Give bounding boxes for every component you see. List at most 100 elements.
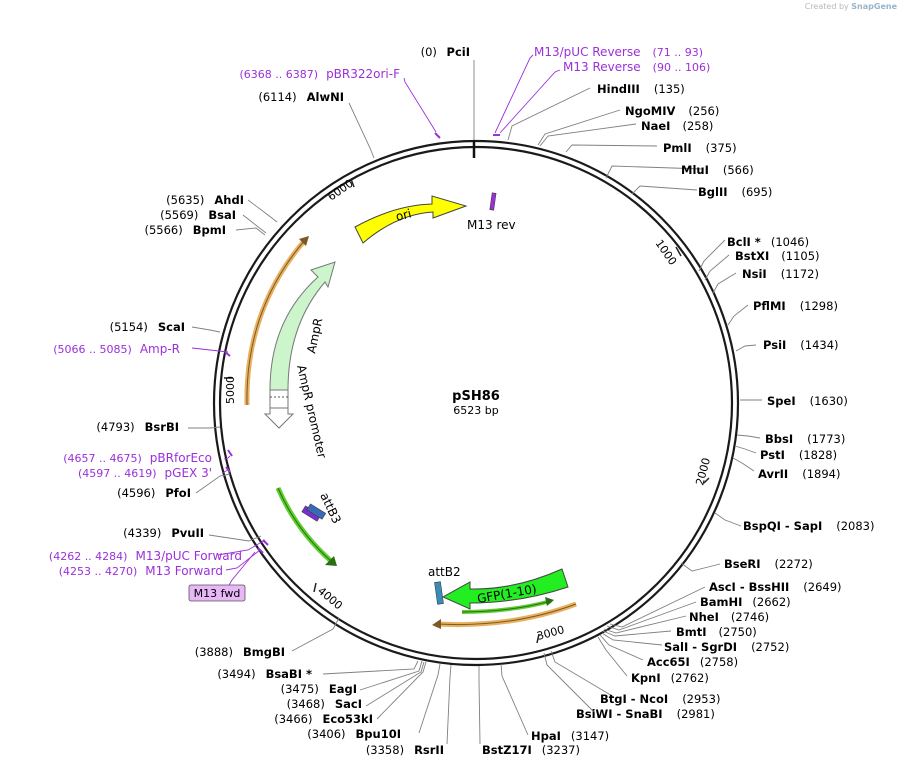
site-bstxi[interactable]: BstXI(1105)	[735, 249, 820, 263]
site-bstz17i-pos: (3237)	[542, 743, 580, 757]
site-alwni-pos: (6114)	[258, 90, 296, 104]
site-scai[interactable]: (5154)ScaI	[110, 320, 185, 334]
site-hpai[interactable]: HpaI(3147)	[531, 729, 609, 743]
site-spei-name: SpeI	[767, 394, 796, 408]
site-bsiwi-snabi-pos: (2981)	[677, 707, 715, 721]
primer-amp-r[interactable]: (5066 .. 5085)Amp-R	[53, 342, 180, 356]
primer-m13-forward-name: M13 Forward	[145, 564, 223, 578]
enzyme-labels: (0) PciI HindIII(135) NgoMIV (256) NaeI(2…	[96, 45, 874, 757]
site-btgi-ncoi[interactable]: BtgI - NcoI(2953)	[600, 692, 720, 706]
primer-m13-forward[interactable]: (4253 .. 4270) M13 Forward	[59, 564, 223, 578]
site-bglii[interactable]: BglII(695)	[698, 185, 772, 199]
site-pmli[interactable]: PmlI(375)	[663, 141, 737, 155]
primer-m13-reverse[interactable]: M13 Reverse(90 .. 106)	[563, 60, 710, 74]
site-naei[interactable]: NaeI(258)	[641, 119, 713, 133]
site-kpni-name: KpnI	[631, 671, 661, 685]
plasmid-name: pSH86	[452, 389, 500, 404]
attb3-arrowhead-icon	[325, 556, 337, 566]
site-saci[interactable]: (3468)SacI	[287, 697, 362, 711]
site-acc65i-pos: (2758)	[700, 655, 738, 669]
site-ngomiv-pos: (256)	[688, 104, 719, 118]
primer-pgex3[interactable]: (4597 .. 4619)pGEX 3'	[78, 466, 212, 480]
site-bpmi[interactable]: (5566)BpmI	[144, 223, 226, 237]
site-bmti-pos: (2750)	[719, 625, 757, 639]
site-ahdi[interactable]: (5635)AhdI	[166, 193, 244, 207]
site-bseri[interactable]: BseRI(2272)	[724, 557, 813, 571]
ampr-orf-arrowhead-icon	[299, 236, 309, 246]
m13-fwd-feature[interactable]: M13 fwd	[188, 584, 246, 602]
primer-m13-forward-range: (4253 .. 4270)	[59, 565, 138, 578]
site-pcii[interactable]: (0) PciI	[421, 45, 470, 59]
site-ngomiv[interactable]: NgoMIV (256)	[625, 104, 719, 118]
site-kpni[interactable]: KpnI (2762)	[631, 671, 709, 685]
site-bcli[interactable]: BclI *(1046)	[727, 235, 809, 249]
site-bsrbi[interactable]: (4793) BsrBI	[96, 420, 179, 434]
primer-m13-puc-reverse[interactable]: M13/pUC Reverse(71 .. 93)	[534, 45, 703, 59]
site-pflmi[interactable]: PflMI(1298)	[753, 299, 838, 313]
site-nsii[interactable]: NsiI(1172)	[742, 267, 819, 281]
site-nhei-pos: (2746)	[731, 610, 769, 624]
site-pfoi-pos: (4596)	[117, 486, 155, 500]
gfp-label: GFP(1-10)	[476, 582, 538, 606]
ruler-tick-2000: 2000	[693, 456, 713, 486]
site-asci-bsshii[interactable]: AscI - BssHII(2649)	[709, 580, 842, 594]
site-bmgbi[interactable]: (3888)BmgBI	[195, 645, 285, 659]
primer-m13-puc-forward-range: (4262 .. 4284)	[49, 550, 128, 563]
site-mlui[interactable]: MluI(566)	[681, 163, 754, 177]
primer-leaders	[191, 54, 561, 588]
site-sali-sgrdi[interactable]: SalI - SgrDI(2752)	[664, 640, 789, 654]
primer-labels: M13/pUC Reverse(71 .. 93) M13 Reverse(90…	[49, 45, 710, 578]
site-bsai[interactable]: (5569)BsaI	[160, 208, 236, 222]
site-spei-pos: (1630)	[810, 394, 848, 408]
site-acc65i[interactable]: Acc65I(2758)	[647, 655, 738, 669]
site-bsrbi-name: BsrBI	[145, 420, 179, 434]
site-ngomiv-name: NgoMIV	[625, 104, 675, 118]
site-bspqi-sapi-pos: (2083)	[836, 519, 874, 533]
map-title: pSH86 6523 bp	[452, 389, 500, 417]
site-sali-sgrdi-name: SalI - SgrDI	[664, 640, 737, 654]
site-eagi[interactable]: (3475)EagI	[281, 682, 357, 696]
attb2-label: attB2	[428, 565, 461, 579]
site-eco53ki[interactable]: (3466)Eco53kI	[274, 712, 373, 726]
site-pvuii[interactable]: (4339)PvuII	[123, 526, 204, 540]
site-nhei[interactable]: NheI(2746)	[689, 610, 769, 624]
site-bsiwi-snabi[interactable]: BsiWI - SnaBI(2981)	[576, 707, 715, 721]
site-spei[interactable]: SpeI (1630)	[767, 394, 848, 408]
ampr-promoter-feature	[269, 389, 289, 409]
site-bmti[interactable]: BmtI (2750)	[676, 625, 757, 639]
site-scai-pos: (5154)	[110, 320, 148, 334]
site-bspqi-sapi-name: BspQI - SapI	[743, 519, 822, 533]
site-pmli-name: PmlI	[663, 141, 692, 155]
site-hindiii[interactable]: HindIII(135)	[597, 82, 685, 96]
primer-pbr322ori-f-range: (6368 .. 6387)	[240, 68, 319, 81]
features: ori M13 rev AmpR AmpR promoter attB3 att…	[224, 132, 577, 629]
primer-amp-r-name: Amp-R	[140, 342, 180, 356]
site-bspqi-sapi[interactable]: BspQI - SapI (2083)	[743, 519, 874, 533]
site-psii[interactable]: PsiI(1434)	[763, 338, 839, 352]
primer-pbrforeco[interactable]: (4657 .. 4675)pBRforEco	[63, 451, 212, 465]
ori-feature	[354, 195, 468, 244]
site-bbsi[interactable]: BbsI(1773)	[765, 432, 845, 446]
site-ahdi-pos: (5635)	[166, 193, 204, 207]
site-bpu10i-name: Bpu10I	[356, 727, 401, 741]
site-bsrbi-pos: (4793)	[96, 420, 134, 434]
site-bamhi[interactable]: BamHI(2662)	[700, 595, 791, 609]
site-alwni[interactable]: (6114)AlwNI	[258, 90, 344, 104]
site-rsrii[interactable]: (3358)RsrII	[366, 743, 444, 757]
site-hpai-pos: (3147)	[571, 729, 609, 743]
primer-m13-puc-forward[interactable]: (4262 .. 4284)M13/pUC Forward	[49, 549, 242, 563]
site-avrii[interactable]: AvrII(1894)	[758, 467, 840, 481]
site-pvuii-pos: (4339)	[123, 526, 161, 540]
amp-r-primer-site	[224, 351, 231, 357]
ori-label: ori	[394, 206, 413, 224]
primer-pgex3-name: pGEX 3'	[165, 466, 212, 480]
primer-pbr322ori-f[interactable]: (6368 .. 6387)pBR322ori-F	[240, 67, 401, 81]
site-bstz17i[interactable]: BstZ17I(3237)	[482, 743, 580, 757]
site-bpu10i[interactable]: (3406)Bpu10I	[307, 727, 401, 741]
site-bmti-name: BmtI	[676, 625, 707, 639]
site-kpni-pos: (2762)	[671, 671, 709, 685]
site-saci-name: SacI	[335, 697, 362, 711]
site-psti[interactable]: PstI(1828)	[760, 448, 837, 462]
site-pfoi[interactable]: (4596)PfoI	[117, 486, 191, 500]
site-bsabi[interactable]: (3494)BsaBI *	[217, 667, 312, 681]
